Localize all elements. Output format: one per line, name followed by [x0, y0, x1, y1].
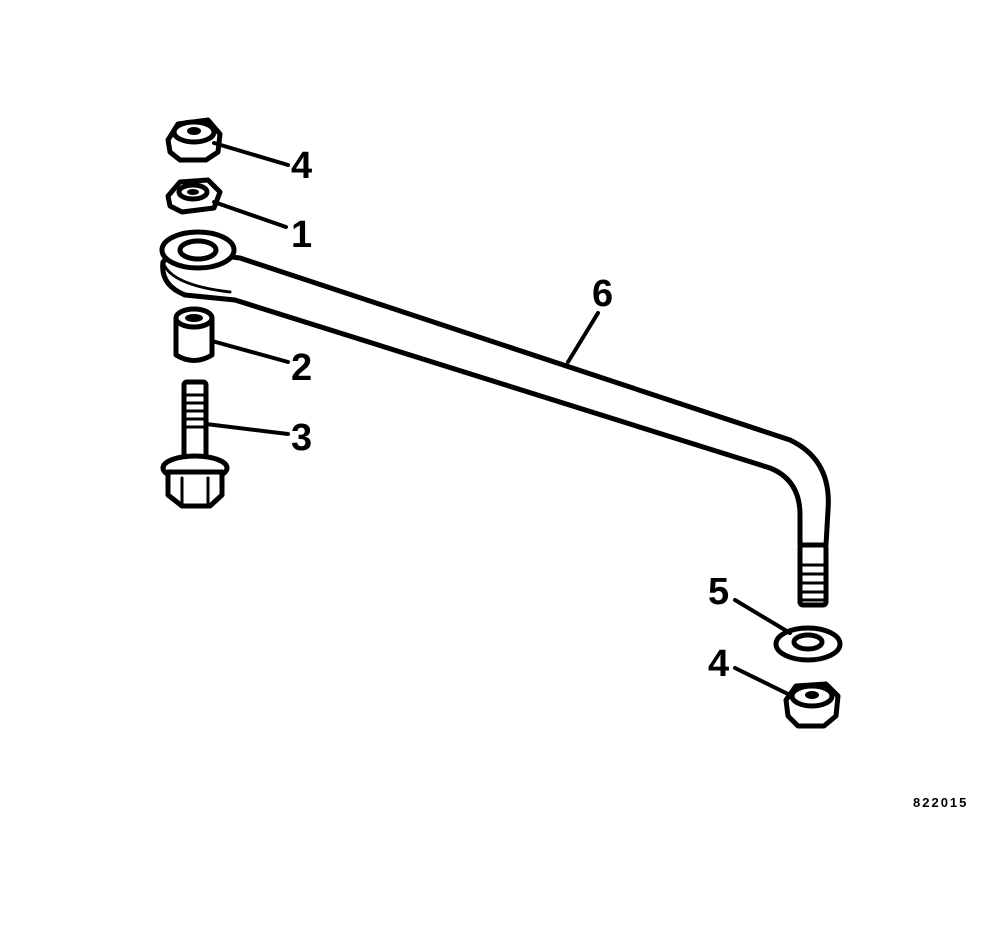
callout-washer: 5 — [708, 571, 729, 613]
callout-link-rod: 6 — [592, 273, 613, 315]
leader-nut-bottom — [733, 666, 792, 697]
leader-spacer — [210, 339, 290, 364]
spacer-sleeve — [173, 306, 215, 363]
flange-bolt — [160, 379, 230, 509]
flat-washer — [773, 625, 843, 663]
link-rod — [159, 229, 831, 608]
figure-id: 822015 — [913, 795, 968, 810]
callout-nut-small: 1 — [291, 214, 312, 256]
leader-link-rod — [566, 311, 600, 364]
leader-washer — [733, 598, 792, 635]
leader-nut-top — [212, 141, 290, 167]
leader-nut-small — [212, 200, 288, 229]
callout-bolt: 3 — [291, 417, 312, 459]
rod-thread — [798, 563, 828, 602]
callout-nut-bottom: 4 — [708, 643, 729, 685]
nut-small — [165, 177, 223, 215]
locknut-top — [165, 117, 223, 163]
leader-bolt — [204, 422, 290, 436]
locknut-bottom — [783, 681, 841, 729]
callout-nut-top: 4 — [291, 145, 312, 187]
callout-spacer: 2 — [291, 347, 312, 389]
